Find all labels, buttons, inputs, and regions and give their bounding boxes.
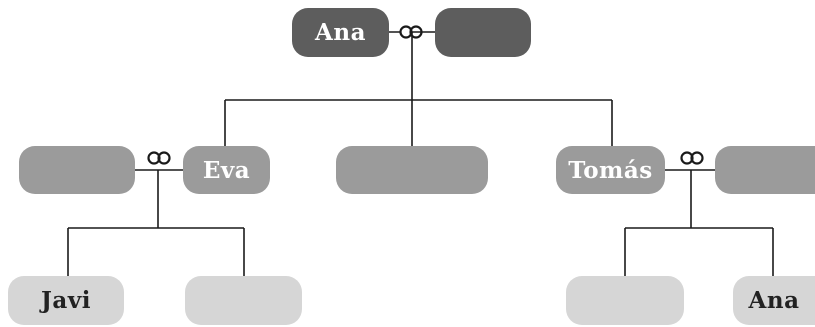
interlocked-rings-icon <box>680 151 704 165</box>
spouse-node-ana <box>435 8 531 57</box>
person-node-eva-child-2 <box>185 276 302 325</box>
interlocked-rings-icon <box>147 151 171 165</box>
person-node-ana: Ana <box>292 8 389 57</box>
person-node-tomas-child-1 <box>566 276 684 325</box>
spouse-node-tomas <box>715 146 815 194</box>
person-node-tomas: Tomás <box>556 146 665 194</box>
person-node-middle-child <box>336 146 488 194</box>
person-node-ana-grandchild: Ana <box>733 276 815 325</box>
interlocked-rings-icon <box>399 25 423 39</box>
person-node-eva: Eva <box>183 146 270 194</box>
person-node-javi: Javi <box>8 276 124 325</box>
spouse-node-eva <box>19 146 135 194</box>
